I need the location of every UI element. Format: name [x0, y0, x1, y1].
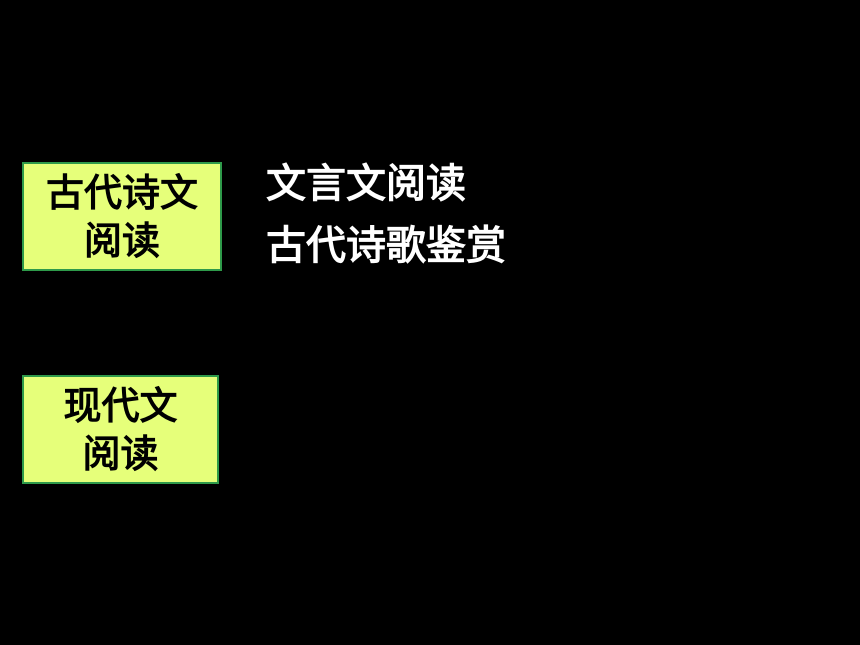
- category-box-ancient-poetry-prose: 古代诗文 阅读: [22, 162, 222, 271]
- category-label-line2: 阅读: [82, 431, 159, 476]
- category-label-line1: 古代诗文: [45, 170, 198, 215]
- category-label-line1: 现代文: [63, 383, 178, 428]
- subitem-classical-chinese-reading: 文言文阅读: [266, 161, 466, 207]
- category-box-modern-prose: 现代文 阅读: [22, 375, 219, 484]
- subitem-ancient-poetry-appreciation: 古代诗歌鉴赏: [266, 223, 506, 269]
- ancient-subitems-list: 文言文阅读 古代诗歌鉴赏: [266, 153, 506, 277]
- category-label-line2: 阅读: [83, 218, 160, 263]
